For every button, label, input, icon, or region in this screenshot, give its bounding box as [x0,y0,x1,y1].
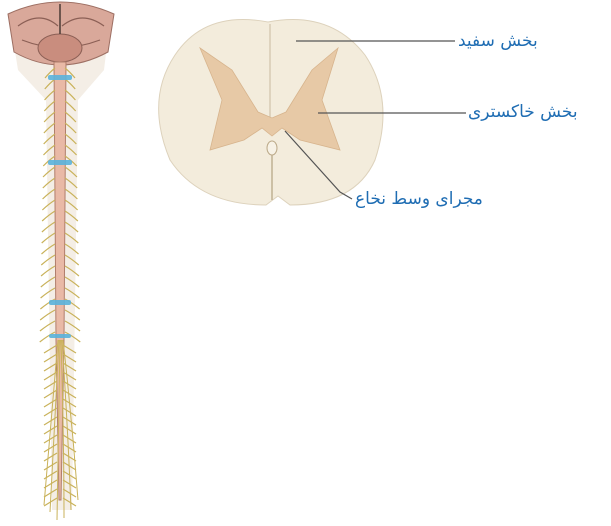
central-canal-shape [267,141,277,155]
spinal-cord-cross-section [159,19,383,205]
brainstem-top [38,34,82,62]
label-white-matter: بخش سفید [458,33,538,50]
label-central-canal: مجرای وسط نخاع [355,191,483,208]
white-matter-region [159,19,383,205]
spinal-cord-longitudinal [8,2,114,520]
label-grey-matter: بخش خاکستری [468,104,578,121]
